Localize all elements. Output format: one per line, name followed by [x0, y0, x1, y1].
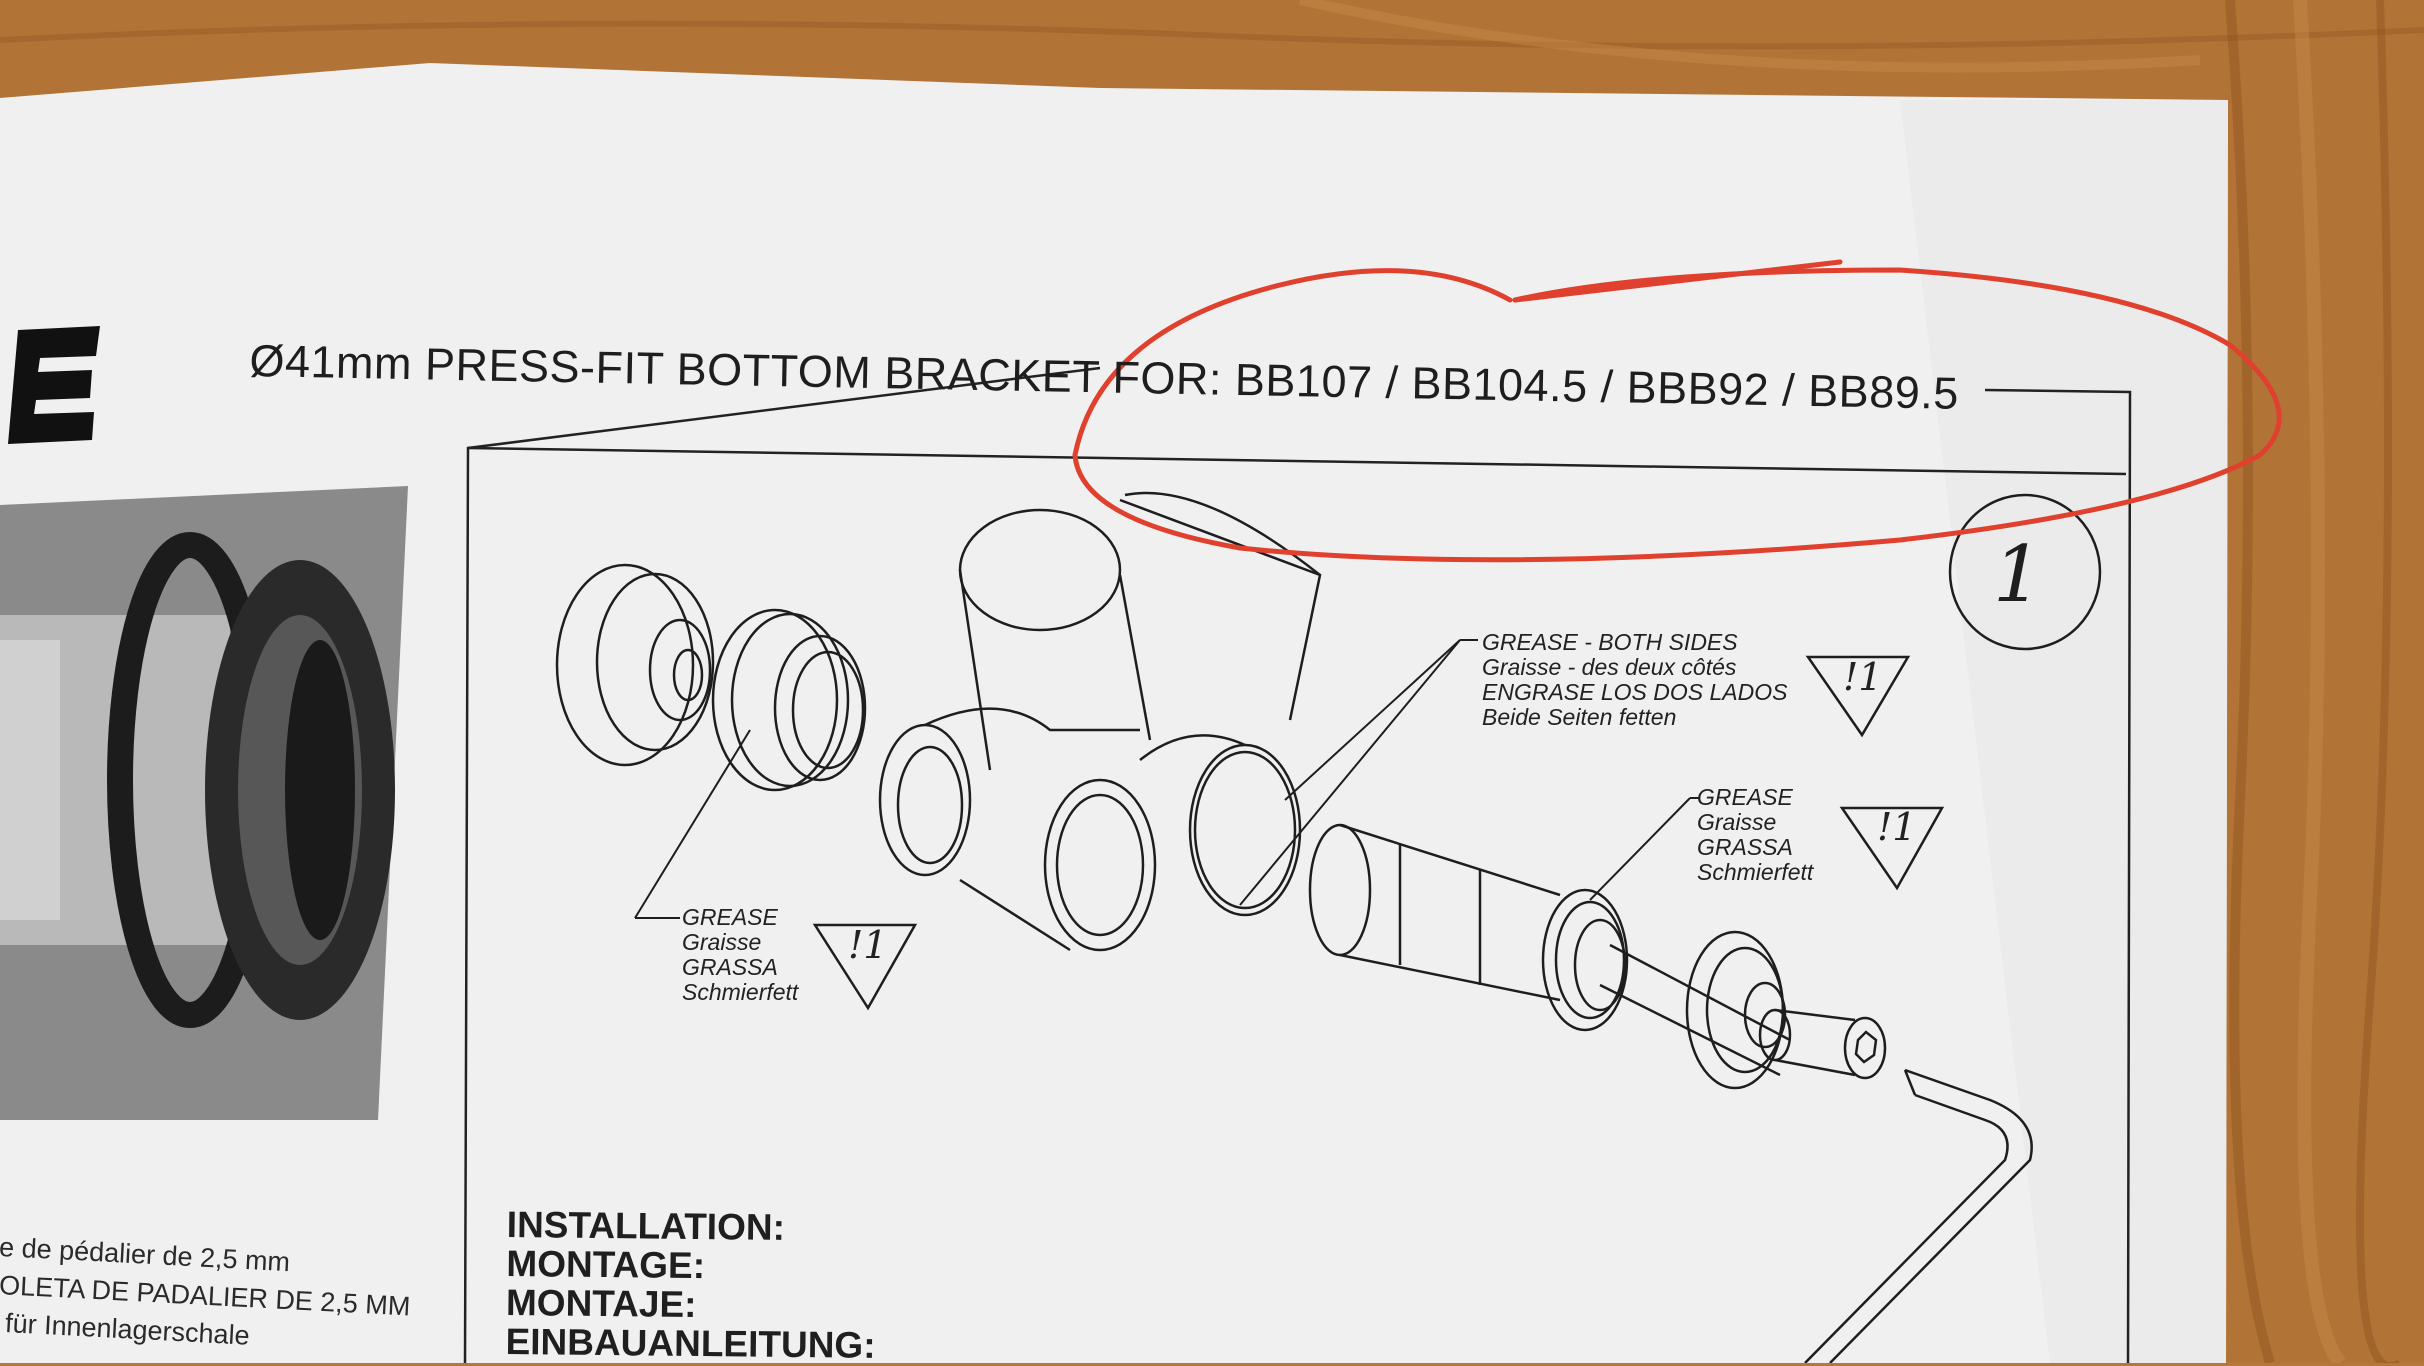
callout-grease-left: GREASE Graisse GRASSA Schmierfett [682, 905, 798, 1005]
red-ellipse-annotation [1072, 259, 2282, 563]
callout-line: GRASSA [682, 954, 778, 980]
installation-line: INSTALLATION: [506, 1204, 786, 1248]
left-bearing [711, 608, 867, 792]
warning-triangle-icon [812, 655, 1945, 1011]
step-number: 1 [1993, 530, 2043, 620]
installation-line: EINBAUANLEITUNG: [505, 1320, 876, 1366]
warning-label: !1 [1877, 805, 1917, 849]
callout-line: Schmierfett [1697, 859, 1814, 885]
callout-grease-right: GREASE Graisse GRASSA Schmierfett [1697, 785, 1813, 885]
product-photo [0, 486, 408, 1120]
step-circle-icon [1948, 493, 2102, 651]
callout-line: GREASE [1697, 784, 1793, 810]
callout-line: GREASE - BOTH SIDES [1482, 629, 1738, 655]
left-cup [555, 563, 715, 767]
callout-line: GRASSA [1697, 834, 1793, 860]
installation-line: MONTAGE: [506, 1242, 706, 1287]
installation-line: MONTAJE: [505, 1281, 697, 1325]
callout-line: Beide Seiten fetten [1482, 704, 1677, 730]
leader-lines [634, 639, 1700, 919]
warning-label: !1 [1843, 655, 1883, 699]
callout-line: ENGRASE LOS DOS LADOS [1482, 679, 1788, 705]
hex-key-icon [1804, 1068, 2033, 1363]
callout-line: Schmierfett [682, 979, 799, 1005]
callout-line: Graisse [682, 929, 762, 955]
diagram-frame [463, 366, 2132, 1363]
paper-sheet [0, 63, 2228, 1363]
spindle [1308, 823, 1561, 1002]
callout-line: Graisse [1697, 809, 1777, 835]
right-bearing [1541, 888, 1791, 1077]
callout-line: Graisse - des deux côtés [1482, 654, 1737, 680]
callout-line: GREASE [682, 904, 778, 930]
bolt [1758, 1008, 1887, 1080]
warning-label: !1 [848, 923, 888, 967]
installation-heading: INSTALLATION: MONTAGE: MONTAJE: EINBAUAN… [505, 1204, 877, 1366]
callout-grease-both-sides: GREASE - BOTH SIDES Graisse - des deux c… [1482, 630, 1787, 730]
exploded-diagram [555, 491, 2033, 1363]
logo-fragment [8, 326, 100, 444]
